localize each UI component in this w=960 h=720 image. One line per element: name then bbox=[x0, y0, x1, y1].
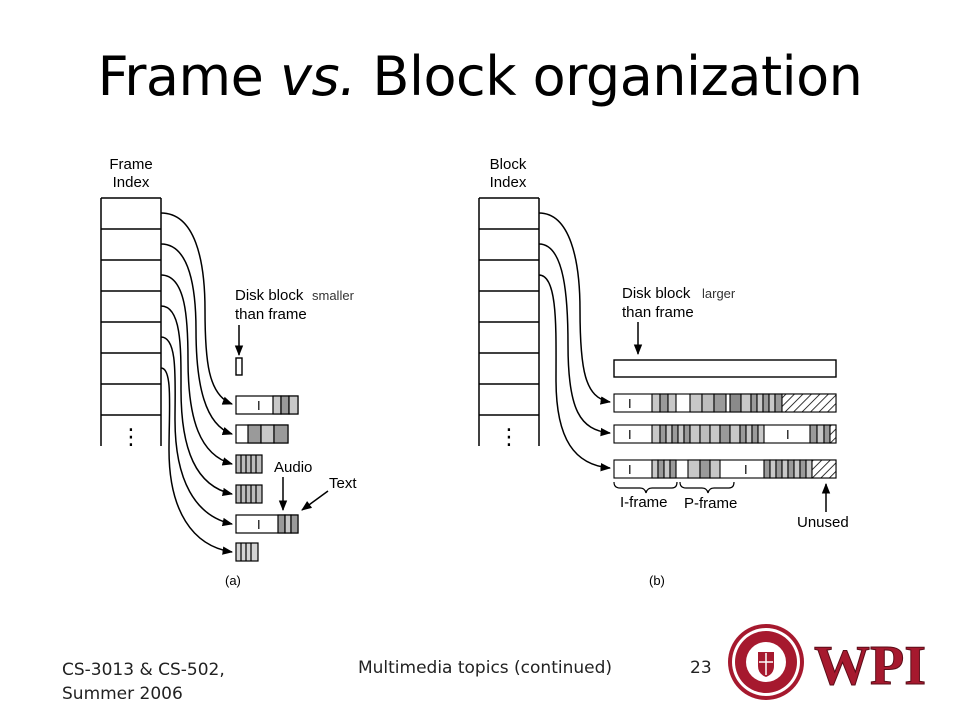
text-arrow bbox=[301, 490, 329, 511]
wpi-seal bbox=[728, 624, 804, 700]
title-part1: Frame bbox=[97, 45, 280, 108]
block-b-3: I I bbox=[613, 459, 837, 479]
block-b-3-i: I bbox=[628, 462, 632, 477]
wpi-wordmark: WPI bbox=[814, 635, 926, 697]
note-a-line1: Disk block bbox=[235, 287, 304, 304]
frame-a-1-i: I bbox=[257, 398, 261, 413]
note-b-larger: larger bbox=[702, 286, 736, 301]
note-b-line1: Disk block bbox=[622, 285, 691, 302]
block-index-ellipsis: ⋮ bbox=[498, 425, 520, 450]
block-b-2-i: I bbox=[628, 427, 632, 442]
title-part2: Block organization bbox=[355, 45, 863, 108]
note-a-smaller: smaller bbox=[312, 288, 355, 303]
text-label: Text bbox=[329, 475, 357, 492]
title-vs: vs. bbox=[280, 45, 356, 108]
pframe-label: P-frame bbox=[684, 495, 737, 512]
disk-block-note-a: Disk block smaller than frame bbox=[234, 287, 355, 376]
note-b-line2: than frame bbox=[622, 304, 694, 321]
frame-index-table bbox=[100, 197, 162, 446]
frame-index-ellipsis: ⋮ bbox=[120, 425, 142, 450]
course-line-2: Summer 2006 bbox=[62, 684, 183, 704]
wpi-logo: WPI bbox=[728, 624, 926, 700]
iframe-label: I-frame bbox=[620, 494, 668, 511]
disk-block-note-b: Disk block larger than frame bbox=[622, 285, 736, 356]
frame-a-5: I bbox=[235, 514, 299, 534]
unused-label: Unused bbox=[797, 514, 849, 531]
frame-index-label-2: Index bbox=[113, 174, 150, 191]
block-b-2: I I bbox=[613, 424, 837, 444]
block-index-table bbox=[478, 197, 540, 446]
audio-label: Audio bbox=[274, 459, 312, 476]
caption-a: (a) bbox=[225, 573, 241, 588]
block-index-label-2: Index bbox=[490, 174, 527, 191]
frame-vs-block-diagram: Frame Index ⋮ Disk block smaller bbox=[100, 156, 849, 588]
course-info: CS-3013 & CS-502, Summer 2006 bbox=[62, 658, 262, 706]
empty-disk-block bbox=[613, 359, 837, 378]
block-b-1: I bbox=[613, 393, 837, 413]
course-line-1: CS-3013 & CS-502, bbox=[62, 660, 225, 680]
panel-b: Block Index ⋮ Disk block larger than fra… bbox=[478, 156, 849, 588]
block-b-1-i: I bbox=[628, 396, 632, 411]
caption-b: (b) bbox=[649, 573, 665, 588]
frame-a-6 bbox=[235, 542, 259, 562]
block-index-label-1: Block bbox=[490, 156, 527, 173]
block-b-2-i2: I bbox=[786, 427, 790, 442]
note-a-line2: than frame bbox=[235, 306, 307, 323]
panel-a: Frame Index ⋮ Disk block smaller bbox=[100, 156, 357, 588]
page-number: 23 bbox=[690, 658, 712, 678]
frame-index-arrows bbox=[160, 212, 234, 555]
topic-footer: Multimedia topics (continued) bbox=[357, 658, 613, 678]
frame-braces bbox=[613, 481, 735, 494]
block-index-arrows bbox=[538, 212, 612, 472]
frame-a-5-i: I bbox=[257, 517, 261, 532]
frame-a-2 bbox=[235, 424, 289, 444]
frame-a-1: I bbox=[235, 395, 299, 415]
frame-a-4 bbox=[235, 484, 263, 504]
frame-index-label-1: Frame bbox=[109, 156, 152, 173]
small-disk-block bbox=[235, 357, 243, 376]
block-b-3-i2: I bbox=[744, 462, 748, 477]
slide-title: Frame vs. Block organization bbox=[0, 50, 960, 104]
frame-a-3 bbox=[235, 454, 263, 474]
